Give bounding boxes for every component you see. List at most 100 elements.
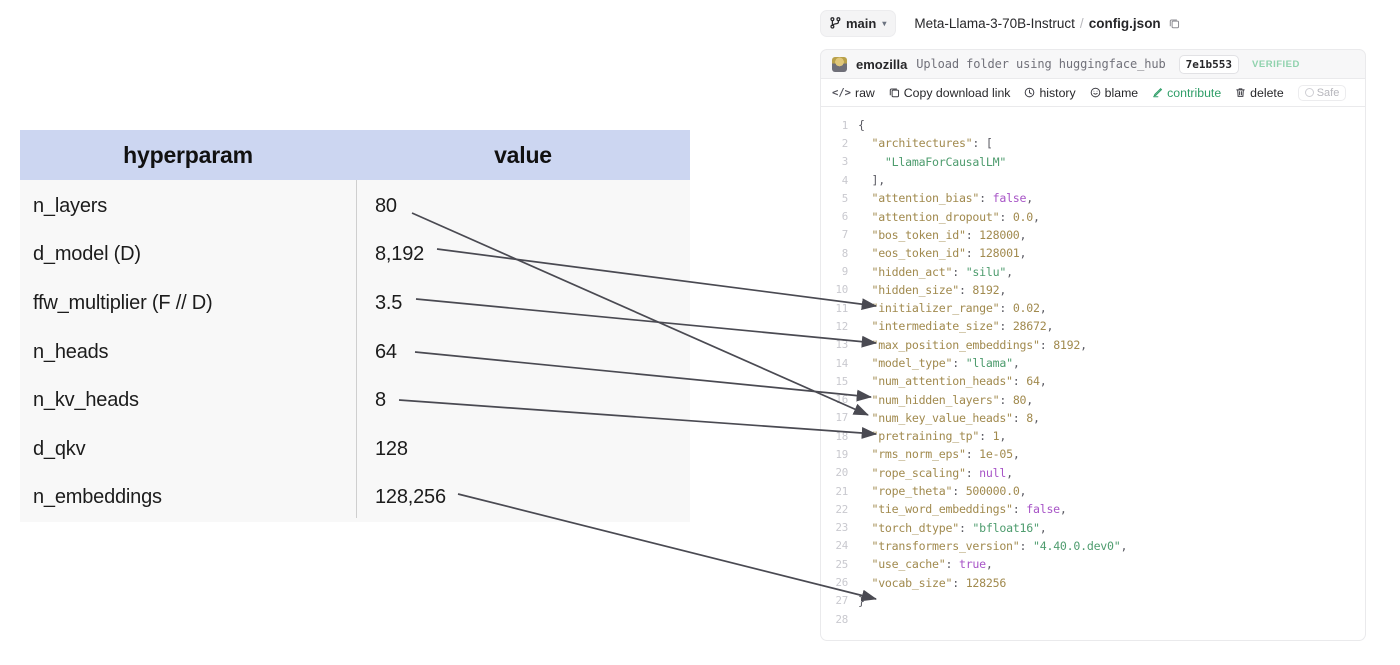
line-content: "rope_theta": 500000.0, — [858, 484, 1365, 498]
code-line: 10 "hidden_size": 8192, — [821, 281, 1365, 299]
column-divider — [356, 180, 357, 518]
json-key: "attention_dropout" — [858, 209, 1000, 224]
code-line: 15 "num_attention_heads": 64, — [821, 372, 1365, 390]
copy-icon — [889, 87, 900, 98]
action-bar: </> raw Copy download link history — [820, 79, 1366, 107]
breadcrumb-repo[interactable]: Meta-Llama-3-70B-Instruct — [914, 15, 1075, 31]
cell-value: 3.5 — [375, 291, 403, 314]
code-line: 1{ — [821, 116, 1365, 134]
json-punct: , — [1006, 465, 1013, 480]
breadcrumb-separator: / — [1079, 15, 1084, 31]
table-body: n_layers 80 d_model (D) 8,192 ffw_multip… — [20, 180, 690, 523]
line-number: 14 — [835, 356, 848, 370]
json-value: 1e-05 — [979, 447, 1013, 462]
json-token: ], — [858, 173, 885, 188]
line-content: "hidden_size": 8192, — [858, 283, 1365, 297]
contribute-button[interactable]: contribute — [1152, 86, 1221, 100]
json-punct: , — [1039, 520, 1047, 535]
json-value: 128000 — [979, 227, 1020, 242]
branch-icon — [830, 17, 841, 29]
cell-value: 8,192 — [375, 243, 425, 266]
json-value: 8192 — [972, 282, 1000, 297]
line-content: "num_attention_heads": 64, — [858, 374, 1365, 388]
avatar[interactable] — [832, 56, 847, 72]
line-content: "rms_norm_eps": 1e-05, — [858, 447, 1365, 461]
json-key: "bos_token_id" — [858, 227, 966, 242]
line-content: "initializer_range": 0.02, — [858, 301, 1365, 315]
commit-bar: emozilla Upload folder using huggingface… — [820, 49, 1366, 79]
json-punct: : — [1039, 337, 1054, 352]
cell-hyperparam: d_qkv — [33, 437, 86, 460]
blame-button[interactable]: blame — [1090, 86, 1138, 100]
json-key: "rope_scaling" — [858, 465, 966, 480]
viewer-header: main ▾ Meta-Llama-3-70B-Instruct / confi… — [820, 4, 1366, 42]
shield-dot-icon — [1304, 88, 1314, 97]
delete-label: delete — [1250, 85, 1284, 100]
json-punct: , — [1019, 484, 1027, 499]
json-punct: , — [1026, 191, 1033, 206]
json-punct: : — [965, 227, 980, 242]
breadcrumb-file[interactable]: config.json — [1088, 15, 1161, 31]
blame-icon — [1090, 87, 1101, 98]
line-number: 12 — [835, 319, 848, 333]
line-number: 16 — [835, 393, 848, 407]
line-number: 6 — [841, 210, 849, 224]
json-punct: : — [999, 209, 1013, 224]
safe-label: Safe — [1316, 86, 1340, 99]
json-punct: : — [952, 484, 966, 499]
json-value: 80 — [1012, 392, 1027, 407]
code-line: 5 "attention_bias": false, — [821, 189, 1365, 207]
json-punct: : — [952, 264, 966, 279]
line-content: "transformers_version": "4.40.0.dev0", — [858, 539, 1365, 553]
cell-value: 64 — [375, 340, 397, 363]
cell-hyperparam: n_heads — [33, 340, 109, 363]
line-content: "rope_scaling": null, — [858, 466, 1365, 480]
code-line: 7 "bos_token_id": 128000, — [821, 226, 1365, 244]
json-value: "4.40.0.dev0" — [1033, 538, 1121, 553]
trash-icon — [1235, 87, 1246, 98]
json-punct: , — [1026, 392, 1034, 407]
contribute-label: contribute — [1167, 85, 1222, 100]
line-content: "tie_word_embeddings": false, — [858, 502, 1365, 516]
line-content: "LlamaForCausalLM" — [858, 155, 1365, 169]
json-punct: , — [1039, 374, 1047, 389]
json-value: null — [979, 465, 1007, 480]
json-punct: , — [1120, 538, 1128, 553]
safe-badge[interactable]: Safe — [1297, 84, 1347, 101]
copy-download-link-button[interactable]: Copy download link — [889, 86, 1010, 100]
table-row: n_kv_heads 8 — [20, 376, 690, 425]
json-value: 128256 — [965, 575, 1007, 590]
history-button[interactable]: history — [1024, 86, 1076, 100]
delete-button[interactable]: delete — [1235, 86, 1284, 100]
code-line: 6 "attention_dropout": 0.0, — [821, 207, 1365, 225]
line-content: "attention_dropout": 0.0, — [858, 210, 1365, 224]
code-line: 24 "transformers_version": "4.40.0.dev0"… — [821, 537, 1365, 555]
json-punct: : — [965, 465, 980, 480]
line-content: "torch_dtype": "bfloat16", — [858, 521, 1365, 535]
json-value: "bfloat16" — [972, 520, 1040, 535]
code-line: 14 "model_type": "llama", — [821, 354, 1365, 372]
json-key: "rope_theta" — [858, 484, 953, 499]
raw-button[interactable]: </> raw — [832, 86, 875, 100]
line-number: 2 — [841, 136, 849, 150]
line-number: 4 — [841, 173, 849, 187]
copy-path-icon[interactable] — [1169, 18, 1180, 29]
breadcrumb: Meta-Llama-3-70B-Instruct / config.json — [914, 16, 1179, 31]
line-number: 25 — [835, 557, 848, 571]
hyperparam-table: hyperparam value n_layers 80 d_model (D)… — [20, 130, 690, 523]
json-punct: : — [1012, 374, 1027, 389]
code-panel[interactable]: 1{2 "architectures": [3 "LlamaForCausalL… — [820, 107, 1366, 642]
clock-icon — [1024, 87, 1035, 98]
commit-author[interactable]: emozilla — [856, 56, 908, 72]
line-number: 20 — [835, 466, 848, 480]
json-key: "num_key_value_heads" — [858, 410, 1013, 425]
branch-selector[interactable]: main ▾ — [820, 9, 897, 37]
chevron-down-icon: ▾ — [882, 18, 887, 28]
commit-hash[interactable]: 7e1b553 — [1178, 54, 1240, 74]
code-icon: </> — [832, 86, 851, 99]
json-key: "transformers_version" — [858, 538, 1020, 553]
json-token: "LlamaForCausalLM" — [858, 154, 1007, 169]
json-value: "llama" — [965, 356, 1013, 370]
table-row: ffw_multiplier (F // D) 3.5 — [20, 279, 690, 328]
line-number: 19 — [835, 447, 848, 461]
